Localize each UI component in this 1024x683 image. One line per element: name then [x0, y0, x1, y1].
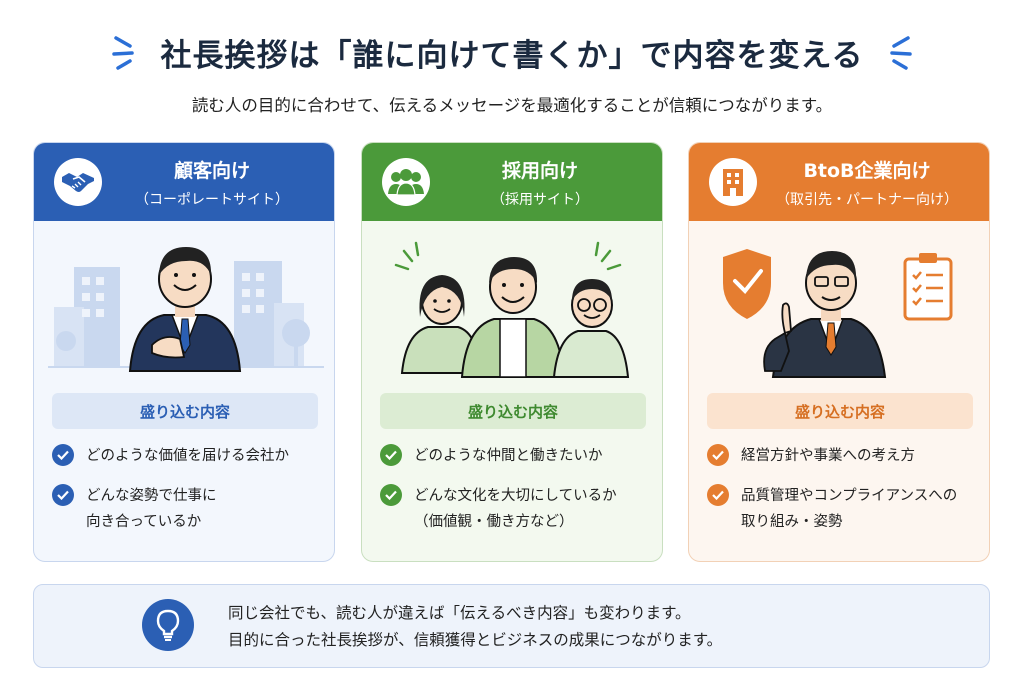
list-item-text: どんな文化を大切にしているか （価値観・働き方など）	[414, 488, 617, 530]
lightbulb-icon	[142, 599, 194, 651]
section-label: 盛り込む内容	[380, 393, 646, 429]
card-title: BtoB企業向け	[803, 159, 931, 182]
page-subtitle: 読む人の目的に合わせて、伝えるメッセージを最適化することが信頼につながります。	[191, 96, 833, 115]
list-item: 品質管理やコンプライアンスへの 取り組み・姿勢	[707, 483, 983, 535]
ceo-building-illustration	[48, 247, 324, 372]
card-subtitle: （コーポレートサイト）	[135, 191, 289, 208]
handshake-icon	[54, 158, 102, 206]
card-customer: 顧客向け （コーポレートサイト） 盛り込む内容 どのような価値を届ける会社か	[33, 142, 335, 562]
card-recruit: 採用向け （採用サイト） 盛り込む内容 どのような仲間と働きたいか	[361, 142, 663, 562]
section-label: 盛り込む内容	[52, 393, 318, 429]
list-item: どんな姿勢で仕事に 向き合っているか	[52, 483, 328, 535]
page-title: 社長挨拶は「誰に向けて書くか」で内容を変える	[160, 37, 864, 74]
check-icon	[707, 444, 729, 466]
card-subtitle: （採用サイト）	[491, 191, 589, 208]
list-item-text: どのような仲間と働きたいか	[414, 448, 603, 464]
list-item: どんな文化を大切にしているか （価値観・働き方など）	[380, 483, 656, 535]
list-item-text: 経営方針や事業への考え方	[741, 448, 915, 464]
card-btob: BtoB企業向け （取引先・パートナー向け） 盛り込む内容 経営方針や事	[688, 142, 990, 562]
check-icon	[380, 484, 402, 506]
list-item: どのような価値を届ける会社か	[52, 443, 328, 469]
list-item-text: どのような価値を届ける会社か	[86, 448, 289, 464]
list-item-text: どんな姿勢で仕事に 向き合っているか	[86, 488, 217, 530]
card-subtitle: （取引先・パートナー向け）	[776, 191, 958, 208]
list-item: どのような仲間と働きたいか	[380, 443, 656, 469]
summary-text: 同じ会社でも、読む人が違えば「伝えるべき内容」も変わります。 目的に合った社長挨…	[228, 600, 722, 654]
list-item: 経営方針や事業への考え方	[707, 443, 983, 469]
card-header: 顧客向け （コーポレートサイト）	[34, 143, 334, 221]
card-header: BtoB企業向け （取引先・パートナー向け）	[689, 143, 989, 221]
check-icon	[707, 484, 729, 506]
check-icon	[52, 484, 74, 506]
executive-illustration	[723, 249, 953, 378]
card-header: 採用向け （採用サイト）	[362, 143, 662, 221]
card-title: 採用向け	[501, 159, 578, 182]
sparkle-left-icon	[112, 36, 135, 70]
summary-line-2: 目的に合った社長挨拶が、信頼獲得とビジネスの成果につながります。	[228, 631, 723, 649]
summary-line-1: 同じ会社でも、読む人が違えば「伝えるべき内容」も変わります。	[228, 604, 691, 622]
sparkle-right-icon	[889, 36, 912, 70]
list-item-text: 品質管理やコンプライアンスへの 取り組み・姿勢	[741, 488, 958, 530]
title-row: 社長挨拶は「誰に向けて書くか」で内容を変える	[0, 28, 1024, 76]
card-title: 顧客向け	[173, 159, 250, 182]
check-icon	[52, 444, 74, 466]
content-list: 経営方針や事業への考え方 品質管理やコンプライアンスへの 取り組み・姿勢	[707, 443, 983, 549]
content-list: どのような仲間と働きたいか どんな文化を大切にしているか （価値観・働き方など）	[380, 443, 656, 549]
check-icon	[380, 444, 402, 466]
building-icon	[709, 158, 757, 206]
section-label: 盛り込む内容	[707, 393, 973, 429]
group-icon	[382, 158, 430, 206]
content-list: どのような価値を届ける会社か どんな姿勢で仕事に 向き合っているか	[52, 443, 328, 549]
team-illustration	[394, 241, 630, 378]
summary-box: 同じ会社でも、読む人が違えば「伝えるべき内容」も変わります。 目的に合った社長挨…	[33, 584, 990, 668]
